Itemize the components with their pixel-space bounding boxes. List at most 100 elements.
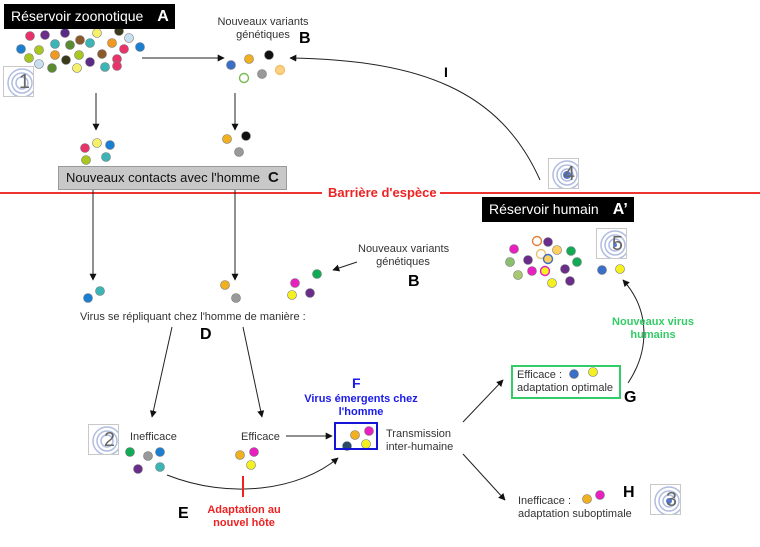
letter-B-top: B bbox=[299, 30, 311, 47]
virus-dot-zoonotic-reservoir bbox=[72, 63, 82, 73]
virus-dot-zoonotic-reservoir bbox=[25, 31, 35, 41]
virus-dot-zoonotic-reservoir bbox=[24, 53, 34, 63]
virus-dot-human-reservoir bbox=[509, 244, 519, 254]
virus-dot-suboptimal bbox=[595, 490, 605, 500]
virus-dot-zoonotic-reservoir bbox=[65, 40, 75, 50]
step-badge-5: 5 bbox=[596, 228, 627, 259]
arrow-optimal-to-human bbox=[622, 279, 645, 384]
virus-dot-zoonotic-reservoir bbox=[50, 50, 60, 60]
virus-dot-replicating-right bbox=[287, 290, 297, 300]
virus-dot-contacts-zoonotic bbox=[81, 155, 91, 165]
virus-dot-variants-top bbox=[274, 64, 286, 76]
virus-dot-human-reservoir bbox=[566, 246, 576, 256]
step-number: 2 bbox=[103, 429, 115, 451]
letter-A: A bbox=[157, 8, 169, 25]
virus-dot-new-human bbox=[597, 265, 607, 275]
variants-top-line1: Nouveaux variants bbox=[217, 16, 309, 28]
virus-dot-zoonotic-reservoir bbox=[112, 61, 122, 71]
transmission-line1: Transmission bbox=[386, 428, 451, 440]
virus-dot-inefficient bbox=[155, 447, 165, 457]
arrow-transmission-to-optimal bbox=[462, 379, 504, 423]
letter-F: F bbox=[352, 375, 361, 391]
arrow-D-to-efficient bbox=[242, 326, 265, 418]
new-human-virus-label: Nouveaux virus humains bbox=[604, 316, 702, 342]
virus-dot-zoonotic-reservoir bbox=[124, 33, 134, 43]
variants-mid-line1: Nouveaux variants bbox=[358, 243, 450, 255]
variants-mid-label: Nouveaux variants génétiques bbox=[358, 243, 450, 269]
virus-dot-human-reservoir bbox=[552, 245, 562, 255]
new-human-virus-line1: Nouveaux virus bbox=[612, 316, 694, 328]
emergent-line2: l'homme bbox=[338, 406, 384, 418]
transmission-line2: inter-humaine bbox=[386, 441, 454, 453]
virus-dot-inefficient bbox=[155, 462, 165, 472]
virus-dot-zoonotic-reservoir bbox=[60, 28, 70, 38]
virus-dot-suboptimal bbox=[582, 494, 592, 504]
virus-dot-zoonotic-reservoir bbox=[119, 44, 129, 54]
step-number: 1 bbox=[18, 71, 30, 93]
virus-dot-human-reservoir bbox=[542, 253, 554, 265]
human-reservoir-label: Réservoir humain A’ bbox=[482, 197, 634, 222]
virus-dots bbox=[16, 26, 625, 504]
human-reservoir-text: Réservoir humain bbox=[489, 201, 599, 217]
suboptimal-label: Inefficace : adaptation suboptimale bbox=[518, 495, 632, 521]
virus-dot-human-reservoir bbox=[527, 266, 537, 276]
letter-A-prime: A’ bbox=[612, 201, 628, 218]
virus-dot-new-human bbox=[615, 264, 625, 274]
step-number: 3 bbox=[665, 489, 677, 511]
virus-dot-emergent bbox=[350, 430, 360, 440]
virus-dot-replicating-left bbox=[95, 286, 105, 296]
virus-dot-efficient bbox=[235, 450, 245, 460]
emergent-label: Virus émergents chez l'homme bbox=[296, 393, 426, 419]
suboptimal-line2: adaptation suboptimale bbox=[518, 508, 632, 520]
virus-dot-zoonotic-reservoir bbox=[16, 44, 26, 54]
virus-dot-contacts-variants bbox=[241, 131, 251, 141]
adaptation-line1: Adaptation au bbox=[207, 504, 281, 516]
transmission-label: Transmission inter-humaine bbox=[386, 428, 453, 454]
virus-dot-variants-top bbox=[244, 54, 254, 64]
virus-dot-optimal bbox=[569, 369, 579, 379]
replicating-label: Virus se répliquant chez l'homme de mani… bbox=[80, 311, 306, 323]
step-number: 5 bbox=[611, 233, 623, 255]
virus-dot-zoonotic-reservoir bbox=[50, 39, 60, 49]
virus-dot-contacts-zoonotic bbox=[101, 152, 111, 162]
virus-dot-zoonotic-reservoir bbox=[61, 55, 71, 65]
virus-dot-efficient bbox=[246, 460, 256, 470]
letter-C: C bbox=[267, 169, 279, 186]
arrow-mid-variants bbox=[332, 261, 358, 272]
virus-dot-inefficient bbox=[133, 464, 143, 474]
adaptation-label: Adaptation au nouvel hôte bbox=[196, 504, 292, 530]
virus-dot-variants-top bbox=[226, 60, 236, 70]
virus-dot-zoonotic-reservoir bbox=[75, 35, 85, 45]
virus-dot-replicating-right bbox=[312, 269, 322, 279]
virus-dot-zoonotic-reservoir bbox=[92, 28, 102, 38]
virus-dot-human-reservoir bbox=[531, 235, 543, 247]
virus-dot-inefficient bbox=[125, 447, 135, 457]
rings-icon bbox=[92, 426, 118, 454]
letter-D: D bbox=[200, 326, 212, 343]
arrow-D-to-inefficient bbox=[149, 326, 173, 418]
virus-dot-inefficient bbox=[143, 451, 153, 461]
virus-dot-human-reservoir bbox=[572, 257, 582, 267]
virus-dot-human-reservoir bbox=[560, 264, 570, 274]
virus-dot-human-reservoir bbox=[505, 257, 515, 267]
letter-H: H bbox=[623, 484, 635, 501]
new-human-virus-line2: humains bbox=[630, 329, 676, 341]
step-badge-2: 2 bbox=[88, 424, 119, 455]
virus-dot-zoonotic-reservoir bbox=[34, 59, 44, 69]
efficient-label: Efficace bbox=[241, 431, 280, 443]
virus-dot-replicating-right bbox=[305, 288, 315, 298]
virus-dot-human-reservoir bbox=[513, 270, 523, 280]
rings-icon bbox=[7, 68, 33, 96]
arrow-arc-human-to-variants bbox=[289, 54, 541, 181]
virus-dot-human-reservoir bbox=[543, 237, 553, 247]
optimal-line2: adaptation optimale bbox=[517, 382, 614, 394]
virus-dot-human-reservoir bbox=[547, 278, 557, 288]
letter-E: E bbox=[178, 505, 189, 522]
letter-I: I bbox=[444, 64, 448, 80]
virus-dot-replicating-right bbox=[290, 278, 300, 288]
virus-dot-zoonotic-reservoir bbox=[85, 57, 95, 67]
virus-dot-replicating-left bbox=[83, 293, 93, 303]
inefficient-label: Inefficace bbox=[130, 431, 177, 443]
